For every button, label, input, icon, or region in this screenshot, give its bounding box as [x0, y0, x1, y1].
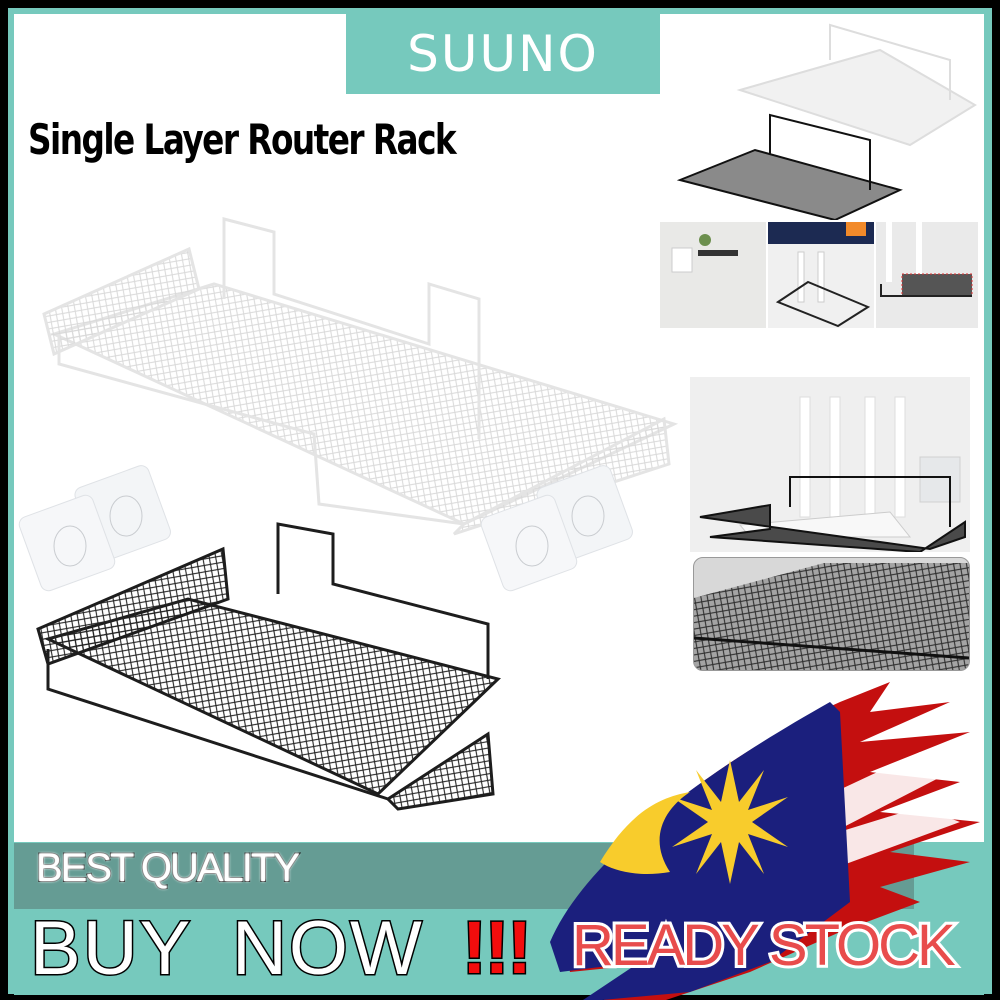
- buy-now-label: BUY NOW: [29, 905, 424, 993]
- thumb-router-on-rack: [690, 377, 970, 552]
- white-rack-image: [42, 217, 679, 536]
- malaysia-flag-brush: [550, 682, 980, 1000]
- adhesive-hook-left: [18, 465, 171, 592]
- brand-name: SUUNO: [407, 25, 599, 83]
- thumb-usage-tv: [768, 222, 874, 328]
- adhesive-hook-right: [480, 465, 633, 592]
- product-title: Single Layer Router Rack: [28, 115, 457, 164]
- exclamation-marks: !!!: [461, 905, 534, 991]
- best-quality-label: BEST QUALITY: [35, 845, 301, 891]
- thumb-usage-shelf: [660, 222, 766, 328]
- brand-logo-box: SUUNO: [346, 14, 660, 94]
- thumb-usage-closeup: [876, 222, 978, 328]
- black-rack-image: [36, 522, 501, 811]
- thumb-mesh-closeup: [693, 557, 970, 671]
- ready-stock-label: READY STOCK: [569, 910, 959, 981]
- thumb-rack-comparison: [670, 20, 980, 220]
